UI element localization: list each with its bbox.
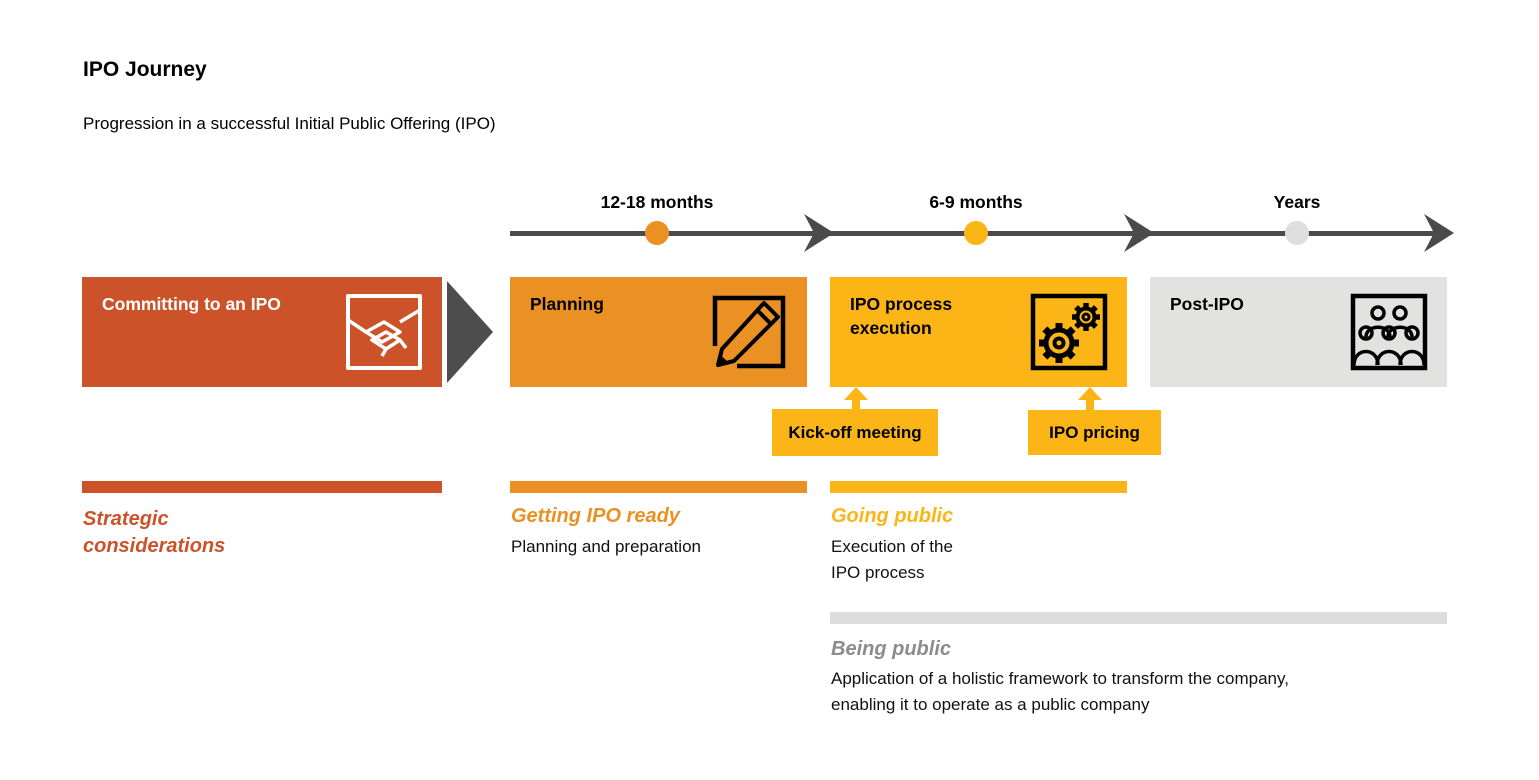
callout-up-arrow-icon: [844, 387, 868, 410]
pencil-icon: [712, 295, 786, 369]
stage-label: IPO process execution: [850, 294, 953, 338]
stage-planning: Planning: [510, 277, 807, 387]
timeline-arrowhead-icon: [1424, 214, 1454, 252]
handshake-icon: [346, 294, 422, 370]
phase-bar-going-public: [830, 481, 1127, 493]
transition-triangle-icon: [447, 281, 493, 383]
stage-post-ipo: Post-IPO: [1150, 277, 1447, 387]
phase-bar-being-public: [830, 612, 1447, 624]
phase-desc-getting-ipo-ready: Planning and preparation: [511, 537, 701, 556]
phase-desc-going-public: Execution of the IPO process: [831, 537, 953, 582]
callout-ipo-pricing: IPO pricing: [1028, 410, 1161, 455]
timeline-dot-6-9-months: [964, 221, 988, 245]
callout-label: IPO pricing: [1049, 422, 1140, 442]
page-subtitle: Progression in a successful Initial Publ…: [83, 114, 496, 133]
phase-title-strategic-considerations: Strategic considerations: [83, 508, 226, 557]
stage-ipo-process-execution: IPO process execution: [830, 277, 1127, 387]
timeline-dot-years: [1285, 221, 1309, 245]
callout-label: Kick-off meeting: [788, 422, 922, 442]
timeline-chevron-icon: [804, 214, 834, 252]
phase-title-getting-ipo-ready: Getting IPO ready: [511, 505, 680, 527]
phase-desc-being-public: Application of a holistic framework to t…: [831, 669, 1289, 714]
callout-kick-off-meeting: Kick-off meeting: [772, 409, 938, 456]
timeline-dot-12-18-months: [645, 221, 669, 245]
stage-committing-to-an-ipo: Committing to an IPO: [82, 277, 442, 387]
timeline-label-12-18-months: 12-18 months: [600, 192, 714, 212]
page-title: IPO Journey: [83, 58, 207, 81]
stage-label: Planning: [530, 294, 604, 314]
timeline-label-years: Years: [1273, 192, 1321, 212]
stage-label: Committing to an IPO: [102, 294, 281, 314]
timeline-label-6-9-months: 6-9 months: [929, 192, 1023, 212]
gears-icon: [1030, 293, 1108, 371]
timeline-chevron-icon: [1124, 214, 1154, 252]
callout-up-arrow-icon: [1078, 387, 1102, 410]
stage-label: Post-IPO: [1170, 294, 1244, 314]
phase-bar-getting-ipo-ready: [510, 481, 807, 493]
people-icon: [1350, 293, 1428, 371]
phase-title-going-public: Going public: [831, 505, 954, 527]
phase-bar-strategic-considerations: [82, 481, 442, 493]
phase-title-being-public: Being public: [831, 638, 951, 660]
